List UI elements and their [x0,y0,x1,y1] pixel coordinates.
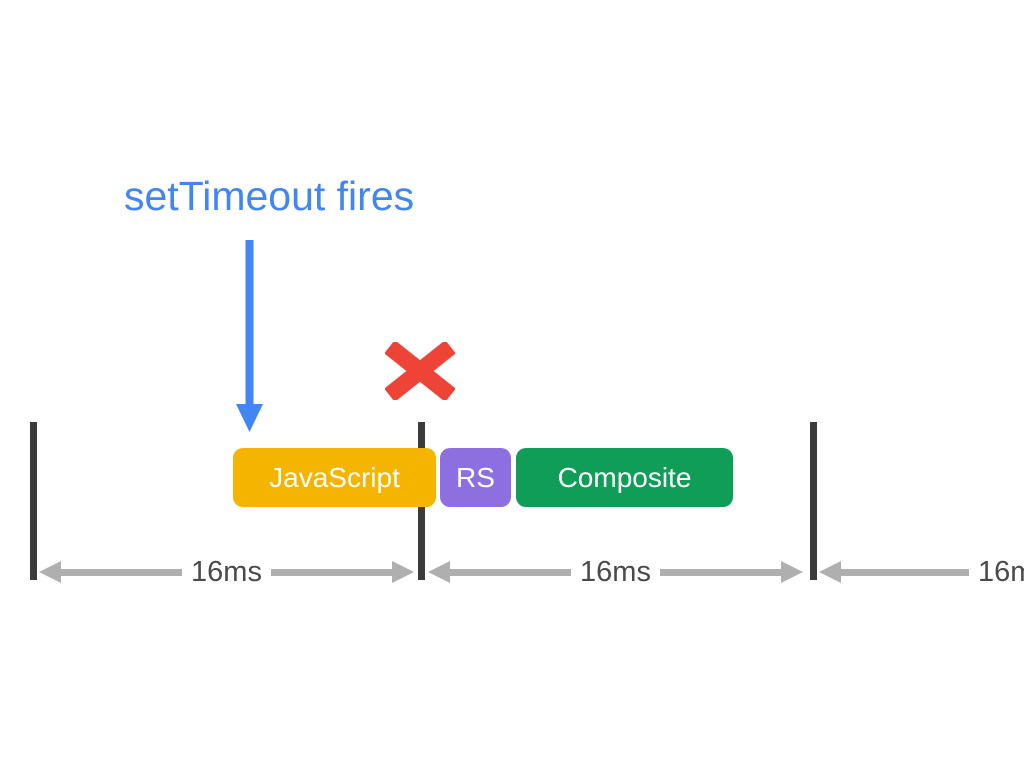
task-javascript-label: JavaScript [269,461,400,493]
interval-line [450,568,572,576]
settimeout-arrow-icon [236,240,263,432]
frame-interval-2: 16ms [428,556,804,588]
interval-line [270,568,393,576]
arrowhead-right-icon [392,561,415,583]
task-composite: Composite [516,448,733,507]
frame-boundary-bar-3 [810,422,817,580]
interval-duration-label: 16ms [191,556,262,588]
frame-interval-1: 16ms [39,556,415,588]
arrowhead-left-icon [428,561,450,583]
task-composite-label: Composite [557,461,692,493]
interval-duration-label: 16ms [978,556,1024,588]
arrowhead-left-icon [39,561,61,583]
interval-line [61,568,183,576]
arrowhead-left-icon [819,561,841,583]
interval-line [659,568,782,576]
task-raster: RS [440,448,511,507]
arrowhead-right-icon [781,561,804,583]
dropped-frame-x-icon [385,342,455,400]
task-javascript: JavaScript [233,448,436,507]
frame-boundary-bar-1 [30,422,37,580]
frame-interval-3: 16ms [819,556,1024,588]
interval-duration-label: 16ms [580,556,651,588]
task-raster-label: RS [456,461,495,493]
settimeout-fires-label: setTimeout fires [124,173,415,219]
interval-line [841,568,969,576]
